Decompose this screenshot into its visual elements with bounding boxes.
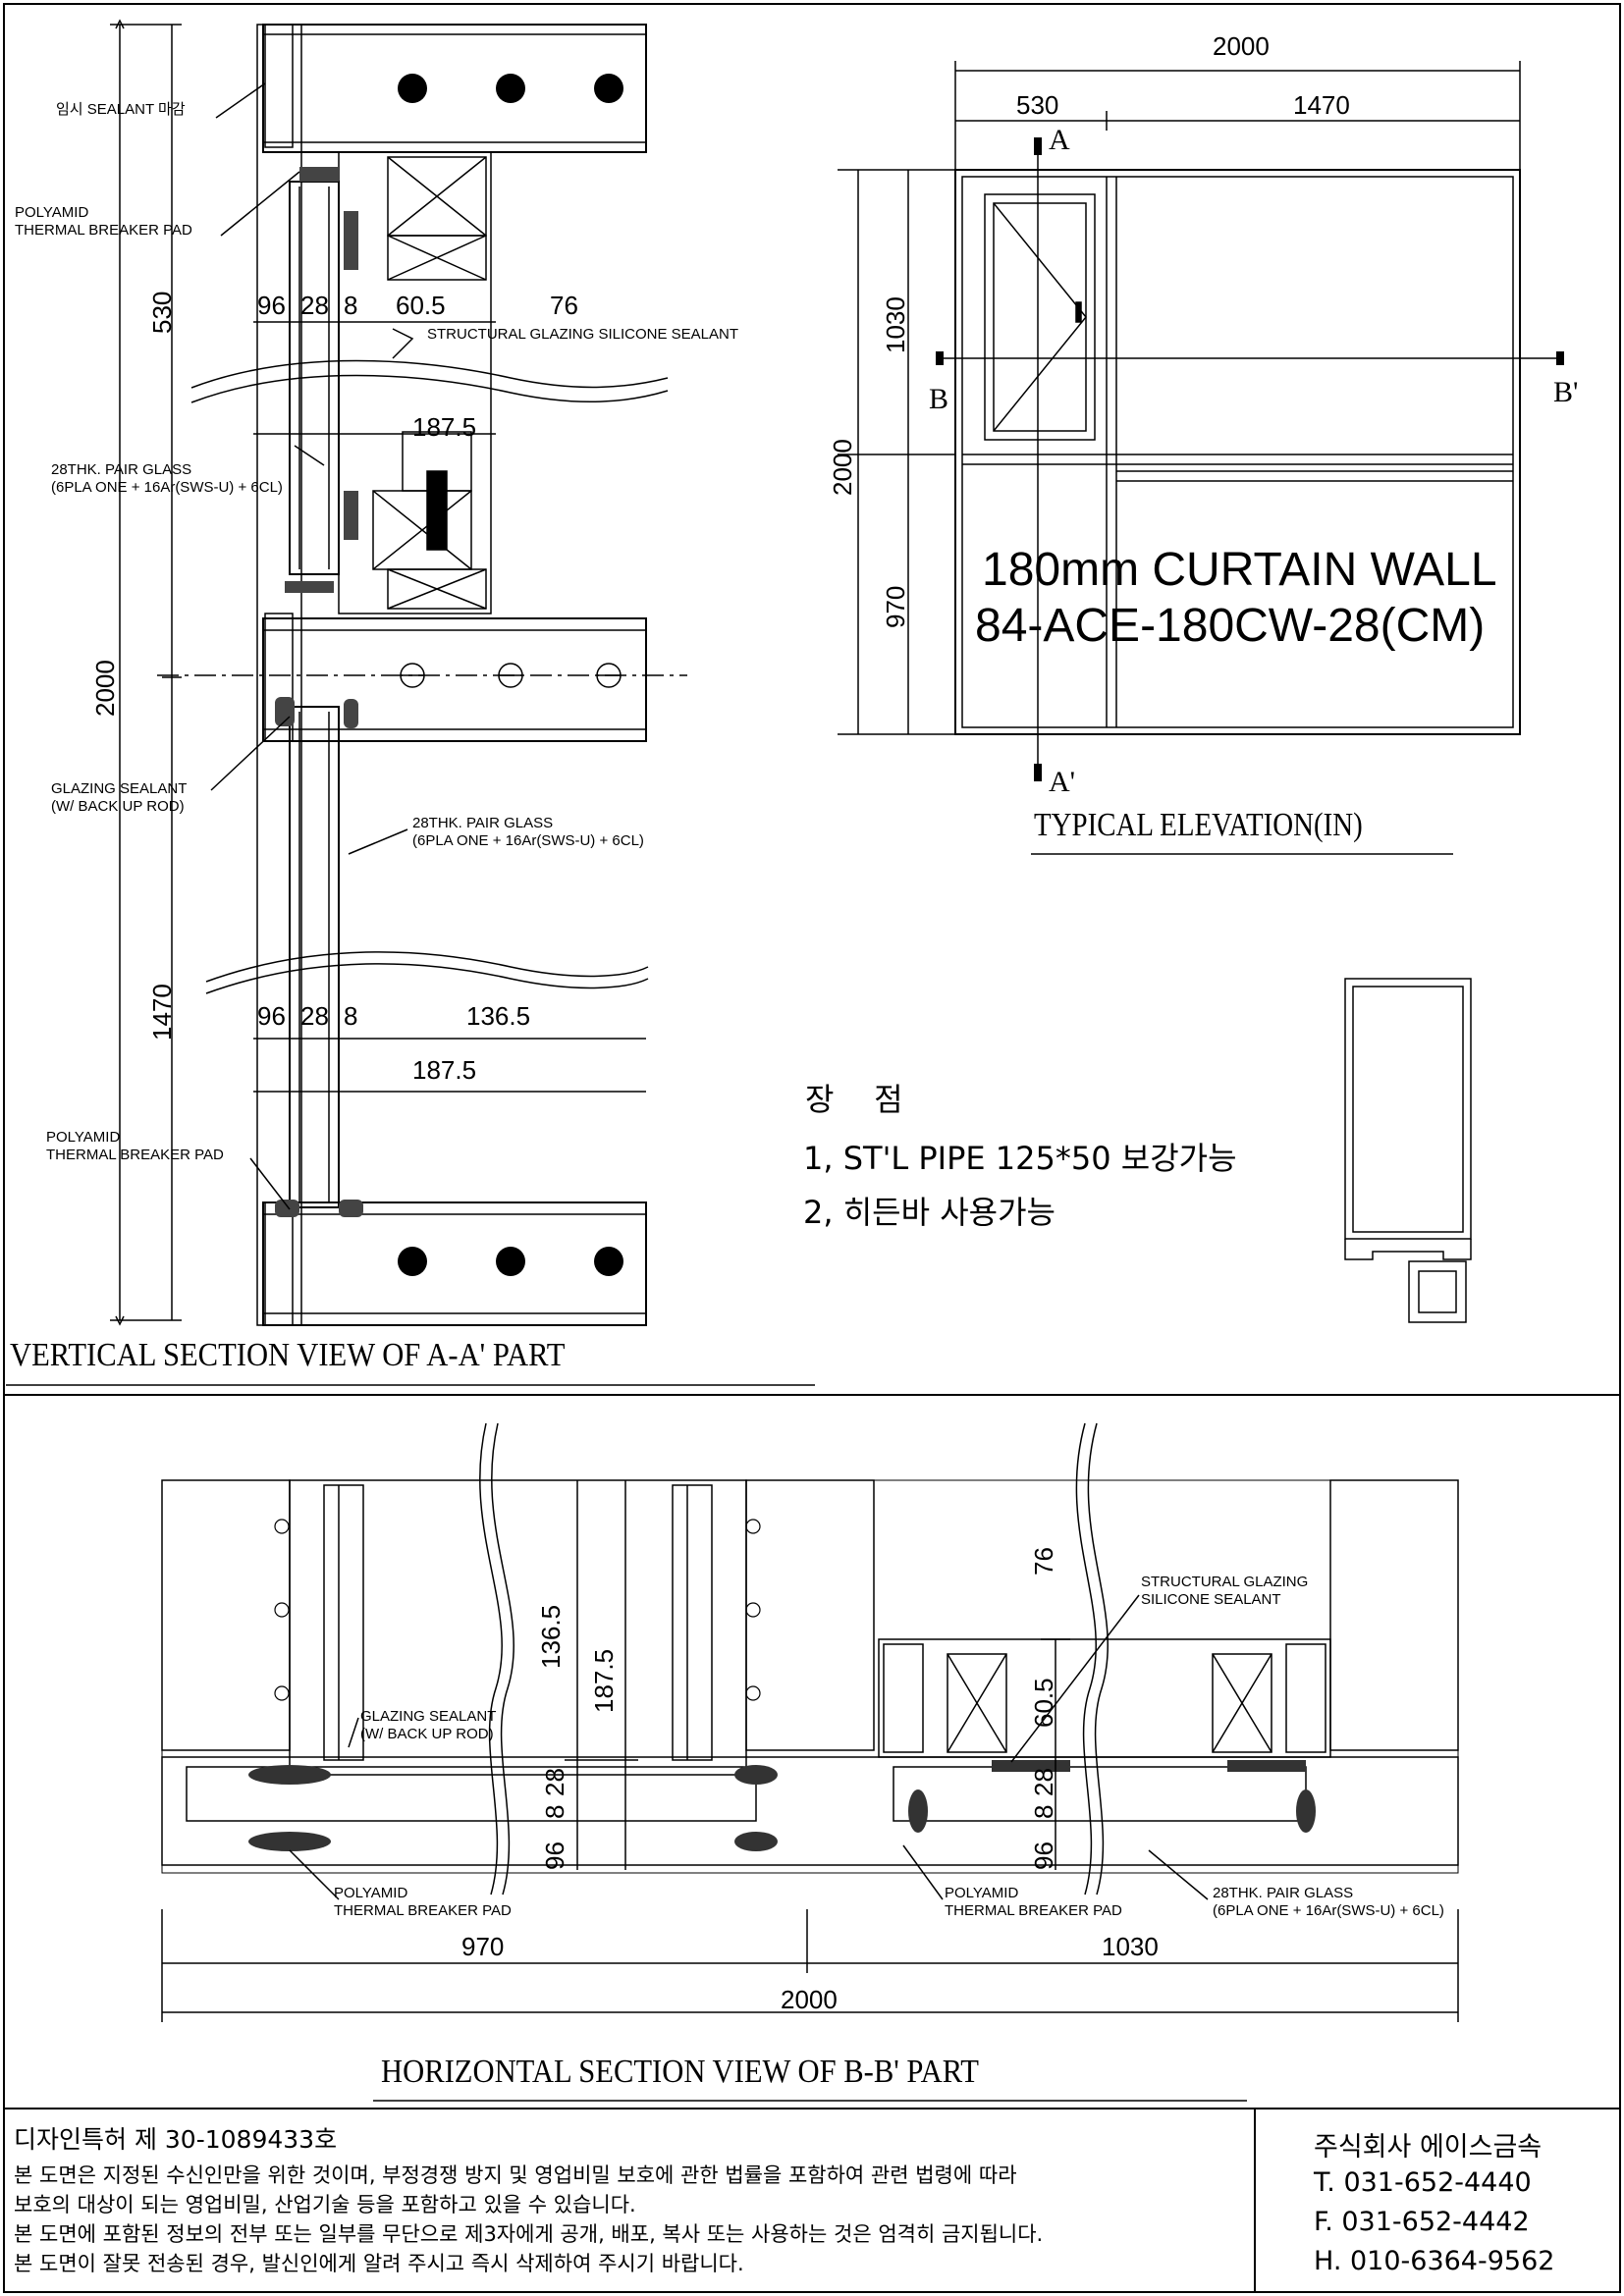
dim-76-top: 76 [550, 291, 578, 320]
section-marker-a-prime: A' [1049, 766, 1076, 798]
note-pair-glass-top-2: (6PLA ONE + 16Ar(SWS-U) + 6CL) [51, 479, 283, 496]
h-note-glazing-1: GLAZING SEALANT [360, 1708, 497, 1725]
note-polyamid-bot-1: POLYAMID [46, 1129, 121, 1146]
h-note-glazing-2: (W/ BACK UP ROD) [360, 1726, 494, 1742]
h-dim-76: 76 [1029, 1547, 1058, 1575]
note-polyamid-bot-2: THERMAL BREAKER PAD [46, 1147, 224, 1163]
h-dim-8-left: 8 [540, 1804, 569, 1819]
note-temp-sealant: 임시 SEALANT 마감 [56, 101, 186, 118]
elev-dim-2000-side: 2000 [828, 439, 857, 496]
h-dim-1030: 1030 [1102, 1932, 1159, 1961]
dim-2000-left: 2000 [90, 660, 120, 717]
dim-96-bot: 96 [257, 1001, 286, 1031]
h-dim-28-left: 28 [540, 1768, 569, 1796]
h-note-polyamid-left-1: POLYAMID [334, 1885, 408, 1901]
h-note-structural-1: STRUCTURAL GLAZING [1141, 1574, 1309, 1590]
dim-530: 530 [147, 291, 177, 334]
dim-60-5-top: 60.5 [396, 291, 446, 320]
note-polyamid-top-1: POLYAMID [15, 204, 89, 221]
h-dim-970: 970 [461, 1932, 505, 1961]
h-dim-28-right: 28 [1029, 1768, 1058, 1796]
section-marker-b-prime: B' [1553, 376, 1579, 408]
dim-8-top: 8 [344, 291, 358, 320]
profile-sketch [1344, 978, 1472, 1323]
sheet-frame [3, 3, 1621, 2293]
footer-line-4: 본 도면이 잘못 전송된 경우, 발신인에게 알려 주시고 즉시 삭제하여 주시… [14, 2252, 744, 2275]
dim-28-top: 28 [300, 291, 329, 320]
elev-dim-1030: 1030 [881, 296, 910, 353]
note-polyamid-top-2: THERMAL BREAKER PAD [15, 222, 192, 239]
h-dim-60-5: 60.5 [1029, 1678, 1058, 1728]
h-dim-96-left: 96 [540, 1842, 569, 1870]
footer-line-1: 본 도면은 지정된 수신인만을 위한 것이며, 부정경쟁 방지 및 영업비밀 보… [14, 2163, 1017, 2187]
dim-96-top: 96 [257, 291, 286, 320]
vertical-section-drawing [110, 19, 687, 1326]
advantage-item-1: 1, ST'L PIPE 125*50 보강가능 [803, 1140, 1237, 1177]
dim-1470-left: 1470 [147, 984, 177, 1041]
horizontal-section-title: HORIZONTAL SECTION VIEW OF B-B' PART [381, 2054, 980, 2090]
h-dim-2000: 2000 [781, 1985, 838, 2014]
note-glazing-sealant-2: (W/ BACK UP ROD) [51, 798, 185, 815]
advantage-item-2: 2, 히든바 사용가능 [803, 1194, 1056, 1231]
elev-dim-530: 530 [1016, 90, 1059, 120]
advantages-heading: 장 점 [805, 1081, 903, 1118]
h-note-polyamid-right-1: POLYAMID [945, 1885, 1019, 1901]
h-note-pair-glass-2: (6PLA ONE + 16Ar(SWS-U) + 6CL) [1213, 1902, 1444, 1919]
dim-187-5-top: 187.5 [412, 412, 477, 442]
footer-line-3: 본 도면에 포함된 정보의 전부 또는 일부를 무단으로 제3자에게 공개, 배… [14, 2222, 1044, 2246]
elevation-drawing [838, 61, 1564, 855]
dim-187-5-bot: 187.5 [412, 1055, 477, 1085]
h-dim-96-right: 96 [1029, 1842, 1058, 1870]
note-structural-glazing: STRUCTURAL GLAZING SILICONE SEALANT [427, 326, 739, 343]
h-note-structural-2: SILICONE SEALANT [1141, 1591, 1281, 1608]
h-note-pair-glass-1: 28THK. PAIR GLASS [1213, 1885, 1354, 1901]
note-pair-glass-mid-1: 28THK. PAIR GLASS [412, 815, 554, 831]
dim-28-bot: 28 [300, 1001, 329, 1031]
footer-patent: 디자인특허 제 30-1089433호 [14, 2125, 338, 2154]
elevation-title: TYPICAL ELEVATION(IN) [1034, 807, 1363, 843]
company-fax: F. 031-652-4442 [1314, 2207, 1530, 2237]
horizontal-section-drawing [161, 1422, 1459, 2102]
dim-136-5: 136.5 [466, 1001, 531, 1031]
h-note-polyamid-left-2: THERMAL BREAKER PAD [334, 1902, 512, 1919]
elev-dim-1470: 1470 [1293, 90, 1350, 120]
note-glazing-sealant-1: GLAZING SEALANT [51, 780, 188, 797]
section-marker-b: B [929, 383, 949, 415]
curtain-wall-label-2: 84-ACE-180CW-28(CM) [975, 600, 1486, 652]
company-hp: H. 010-6364-9562 [1314, 2246, 1555, 2276]
vertical-section-title: VERTICAL SECTION VIEW OF A-A' PART [10, 1337, 566, 1373]
h-dim-136-5: 136.5 [536, 1604, 566, 1669]
note-pair-glass-top-1: 28THK. PAIR GLASS [51, 461, 192, 478]
h-dim-187-5: 187.5 [589, 1648, 619, 1713]
note-pair-glass-mid-2: (6PLA ONE + 16Ar(SWS-U) + 6CL) [412, 832, 644, 849]
elev-dim-2000-top: 2000 [1213, 31, 1270, 61]
company-tel: T. 031-652-4440 [1314, 2167, 1532, 2198]
h-dim-8-right: 8 [1029, 1804, 1058, 1819]
h-note-polyamid-right-2: THERMAL BREAKER PAD [945, 1902, 1122, 1919]
footer-line-2: 보호의 대상이 되는 영업비밀, 산업기술 등을 포함하고 있을 수 있습니다. [14, 2193, 636, 2216]
section-marker-a: A [1049, 124, 1070, 156]
company-name: 주식회사 에이스금속 [1314, 2132, 1543, 2163]
dim-8-bot: 8 [344, 1001, 358, 1031]
curtain-wall-label-1: 180mm CURTAIN WALL [982, 544, 1497, 596]
elev-dim-970: 970 [881, 585, 910, 628]
